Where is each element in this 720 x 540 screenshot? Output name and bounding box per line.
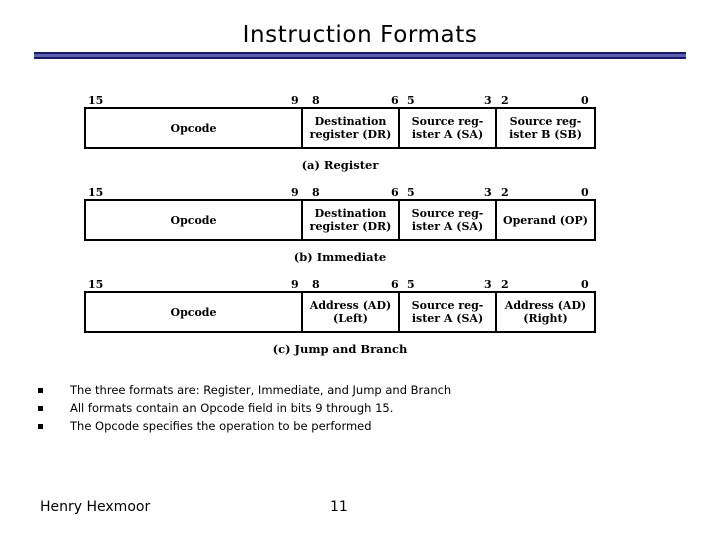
bit-label-6: 6	[391, 278, 399, 291]
bullet-list: The three formats are: Register, Immedia…	[38, 382, 678, 436]
field-destination-register: Destination register (DR)	[303, 109, 400, 147]
bit-label-3: 3	[484, 94, 492, 107]
field-source-register-b: Source reg- ister B (SB)	[497, 109, 594, 147]
field-line-1: Source reg-	[411, 207, 484, 220]
page-title: Instruction Formats	[242, 22, 478, 48]
bit-label-9: 9	[291, 278, 299, 291]
field-address-left: Address (AD) (Left)	[303, 293, 400, 331]
format-field-table: Opcode Destination register (DR) Source …	[84, 199, 596, 241]
field-address-right: Address (AD) (Right)	[497, 293, 594, 331]
list-item-label: All formats contain an Opcode field in b…	[70, 401, 394, 415]
field-line-1: Opcode	[170, 305, 217, 319]
field-source-register-a: Source reg- ister A (SA)	[400, 109, 497, 147]
field-opcode: Opcode	[86, 201, 303, 239]
bit-label-0: 0	[581, 94, 589, 107]
square-bullet-icon	[38, 388, 43, 393]
bit-label-9: 9	[291, 94, 299, 107]
field-source-register-a: Source reg- ister A (SA)	[400, 293, 497, 331]
bit-label-8: 8	[312, 278, 320, 291]
instruction-format-register: 15 9 8 6 5 3 2 0 Opcode Destination regi…	[84, 92, 596, 172]
bit-label-5: 5	[407, 278, 415, 291]
bit-label-6: 6	[391, 186, 399, 199]
instruction-format-jump-and-branch: 15 9 8 6 5 3 2 0 Opcode Address (AD) (Le…	[84, 276, 596, 356]
field-line-2: (Right)	[523, 312, 568, 325]
bit-label-3: 3	[484, 186, 492, 199]
square-bullet-icon	[38, 424, 43, 429]
bit-label-0: 0	[581, 186, 589, 199]
bit-label-15: 15	[88, 94, 104, 107]
format-caption: (a) Register	[301, 158, 379, 172]
list-item: The Opcode specifies the operation to be…	[38, 418, 678, 436]
field-line-1: Destination	[314, 115, 387, 128]
format-caption: (c) Jump and Branch	[272, 342, 408, 356]
field-line-2: ister B (SB)	[509, 128, 582, 141]
title-divider-rule	[34, 52, 686, 59]
field-line-2: ister A (SA)	[411, 312, 484, 325]
bit-ruler: 15 9 8 6 5 3 2 0	[84, 92, 596, 107]
field-line-1: Opcode	[170, 213, 217, 227]
field-operand: Operand (OP)	[497, 201, 594, 239]
field-source-register-a: Source reg- ister A (SA)	[400, 201, 497, 239]
bit-label-8: 8	[312, 94, 320, 107]
bit-ruler: 15 9 8 6 5 3 2 0	[84, 276, 596, 291]
field-line-1: Source reg-	[509, 115, 582, 128]
footer-author: Henry Hexmoor	[40, 499, 151, 515]
bit-label-0: 0	[581, 278, 589, 291]
bit-label-6: 6	[391, 94, 399, 107]
square-bullet-icon	[38, 406, 43, 411]
bit-label-15: 15	[88, 186, 104, 199]
field-line-2: ister A (SA)	[411, 220, 484, 233]
field-line-2: (Left)	[333, 312, 368, 325]
field-line-1: Opcode	[170, 121, 217, 135]
bit-label-5: 5	[407, 94, 415, 107]
field-line-2: register (DR)	[309, 220, 392, 233]
list-item-label: The three formats are: Register, Immedia…	[70, 383, 452, 397]
field-opcode: Opcode	[86, 109, 303, 147]
field-line-1: Address (AD)	[504, 299, 587, 312]
format-field-table: Opcode Address (AD) (Left) Source reg- i…	[84, 291, 596, 333]
list-item: All formats contain an Opcode field in b…	[38, 400, 678, 418]
field-line-1: Destination	[314, 207, 387, 220]
bit-label-5: 5	[407, 186, 415, 199]
bit-label-2: 2	[501, 278, 509, 291]
list-item: The three formats are: Register, Immedia…	[38, 382, 678, 400]
bit-label-2: 2	[501, 186, 509, 199]
footer-page-number: 11	[330, 499, 348, 515]
format-field-table: Opcode Destination register (DR) Source …	[84, 107, 596, 149]
bit-label-2: 2	[501, 94, 509, 107]
field-destination-register: Destination register (DR)	[303, 201, 400, 239]
bit-label-9: 9	[291, 186, 299, 199]
bit-label-3: 3	[484, 278, 492, 291]
field-line-1: Operand (OP)	[503, 213, 588, 227]
field-line-2: ister A (SA)	[411, 128, 484, 141]
bit-ruler: 15 9 8 6 5 3 2 0	[84, 184, 596, 199]
bit-label-8: 8	[312, 186, 320, 199]
field-line-2: register (DR)	[309, 128, 392, 141]
list-item-label: The Opcode specifies the operation to be…	[70, 419, 372, 433]
field-line-1: Source reg-	[411, 115, 484, 128]
format-caption: (b) Immediate	[293, 250, 387, 264]
field-line-1: Source reg-	[411, 299, 484, 312]
bit-label-15: 15	[88, 278, 104, 291]
field-opcode: Opcode	[86, 293, 303, 331]
field-line-1: Address (AD)	[309, 299, 392, 312]
instruction-format-immediate: 15 9 8 6 5 3 2 0 Opcode Destination regi…	[84, 184, 596, 264]
